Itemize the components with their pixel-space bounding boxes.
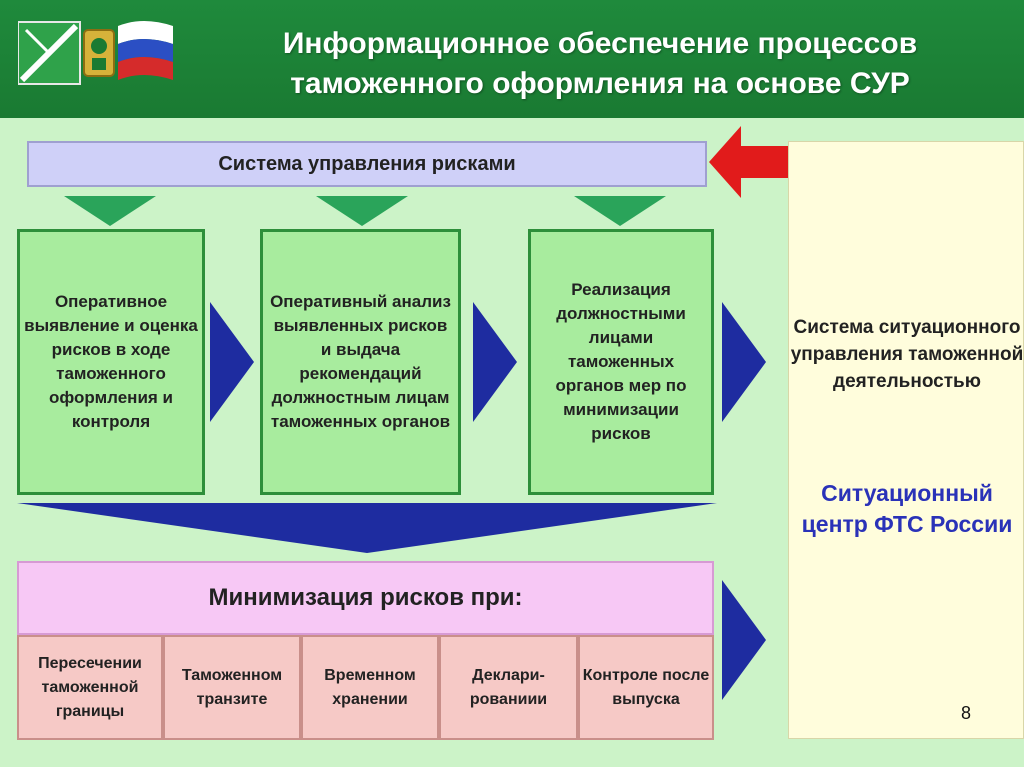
process-box-detection-text: Оперативное выявление и оценка рисков в …: [24, 292, 198, 431]
process-box-analysis-text: Оперативный анализ выявленных рисков и в…: [270, 292, 451, 431]
down-triangle-2-icon: [316, 196, 408, 226]
minimization-item-post-release: Контроле после выпуска: [578, 635, 714, 740]
page-number: 8: [960, 703, 971, 723]
arrow-right-2-icon: [473, 302, 517, 422]
process-box-analysis: Оперативный анализ выявленных рисков и в…: [260, 229, 461, 495]
arrow-right-1-icon: [210, 302, 254, 422]
feedback-arrow-icon: [709, 126, 791, 198]
process-box-implementation: Реализация должностными лицами таможенны…: [528, 229, 714, 495]
minimization-item-transit-text: Таможенном транзите: [181, 666, 283, 708]
down-triangle-1-icon: [64, 196, 156, 226]
fts-situational-center-text: Ситуационный центр ФТС России: [801, 480, 1013, 537]
merge-down-arrow-icon: [17, 503, 717, 553]
down-triangle-3-icon: [574, 196, 666, 226]
arrow-right-4-icon: [722, 580, 766, 700]
arrow-right-3-icon: [722, 302, 766, 422]
minimization-item-border-text: Пересечении таможенной границы: [38, 654, 142, 720]
minimization-title-bar: Минимизация рисков при:: [17, 561, 714, 635]
situational-center-panel: Система ситуационного управления таможен…: [788, 141, 1024, 739]
minimization-item-storage-text: Временном хранении: [324, 666, 416, 708]
minimization-item-declaration-text: Деклари-рованиии: [469, 666, 548, 708]
situational-management-system-text: Система ситуационного управления таможен…: [790, 317, 1024, 392]
process-box-detection: Оперативное выявление и оценка рисков в …: [17, 229, 205, 495]
minimization-item-border: Пересечении таможенной границы: [17, 635, 163, 740]
process-box-implementation-text: Реализация должностными лицами таможенны…: [555, 280, 687, 443]
page-title: Информационное обеспечение процессов там…: [190, 24, 1010, 104]
minimization-item-transit: Таможенном транзите: [163, 635, 301, 740]
page-title-line-1: Информационное обеспечение процессов: [282, 27, 918, 60]
minimization-item-storage: Временном хранении: [301, 635, 439, 740]
minimization-item-declaration: Деклари-рованиии: [439, 635, 578, 740]
minimization-item-post-release-text: Контроле после выпуска: [582, 666, 710, 708]
risk-management-system-bar: Система управления рисками: [27, 141, 707, 187]
emblem-flags-icon: [18, 21, 173, 85]
slide-header: Информационное обеспечение процессов там…: [0, 0, 1024, 118]
page-title-line-2: таможенного оформления на основе СУР: [290, 67, 910, 100]
